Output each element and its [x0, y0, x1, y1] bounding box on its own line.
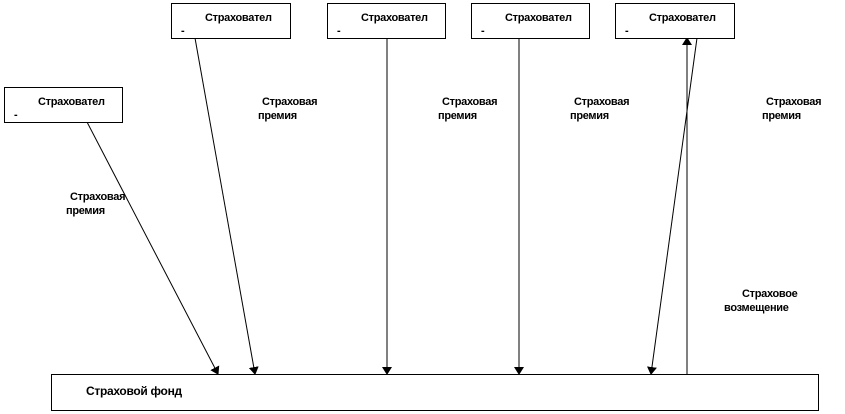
premium-label-line2: премия	[66, 205, 105, 217]
compensation-label-line1: Страховое	[742, 288, 798, 300]
insurer-title: Страховател	[361, 12, 428, 24]
insurer-title: Страховател	[205, 12, 272, 24]
insurer-box-2: Страховател -	[171, 3, 291, 39]
compensation-label: Страховое возмещение	[724, 287, 798, 315]
insurance-fund-title: Страховой фонд	[86, 384, 182, 398]
insurer-title-suffix: -	[625, 25, 629, 37]
premium-label-line2: премия	[570, 110, 609, 122]
premium-label-3: Страховая премия	[438, 95, 498, 123]
premium-label-5: Страховая премия	[762, 95, 822, 123]
insurer-title-suffix: -	[14, 109, 18, 121]
premium-arrow-2	[194, 37, 259, 375]
premium-label-line1: Страховая	[766, 96, 822, 108]
premium-label-line1: Страховая	[70, 191, 126, 203]
compensation-label-line2: возмещение	[724, 302, 789, 314]
insurer-title-suffix: -	[181, 25, 185, 37]
insurer-box-4: Страховател -	[471, 3, 590, 39]
insurer-title-suffix: -	[481, 25, 485, 37]
premium-label-line2: премия	[438, 110, 477, 122]
premium-arrow-1	[86, 121, 220, 375]
insurer-title: Страховател	[38, 96, 105, 108]
insurer-box-1: Страховател -	[4, 87, 123, 123]
insurance-fund-box: Страховой фонд	[51, 374, 819, 411]
premium-label-2: Страховая премия	[258, 95, 318, 123]
premium-label-line1: Страховая	[574, 96, 630, 108]
insurer-title: Страховател	[649, 12, 716, 24]
premium-label-1: Страховая премия	[66, 190, 126, 218]
premium-label-line1: Страховая	[262, 96, 318, 108]
premium-label-line1: Страховая	[442, 96, 498, 108]
premium-label-line2: премия	[258, 110, 297, 122]
insurer-box-5: Страховател -	[615, 3, 735, 39]
premium-arrow-5	[646, 37, 698, 375]
insurer-title-suffix: -	[337, 25, 341, 37]
premium-label-4: Страховая премия	[570, 95, 630, 123]
insurer-title: Страховател	[505, 12, 572, 24]
premium-label-line2: премия	[762, 110, 801, 122]
insurer-box-3: Страховател -	[327, 3, 446, 39]
